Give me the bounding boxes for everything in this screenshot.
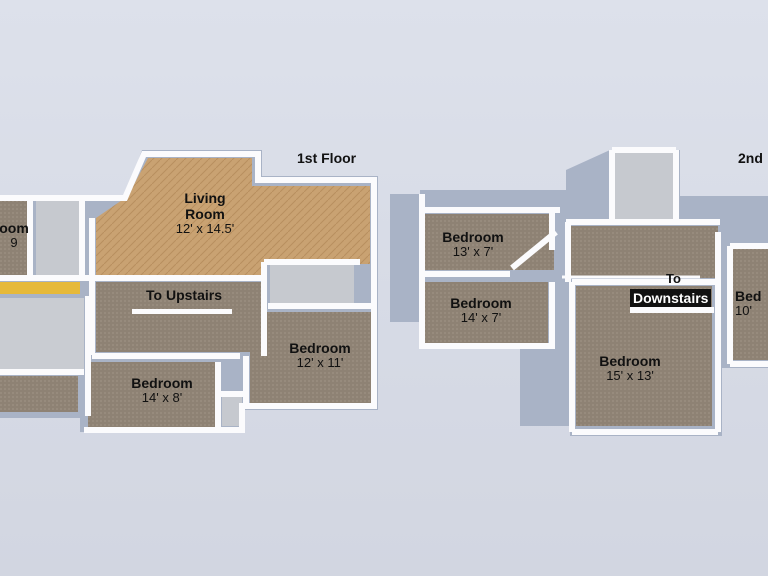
first-floor-bath-floor xyxy=(270,264,354,304)
first-floor-plan xyxy=(0,150,378,433)
room-label-bedroom-e: Bedroom 15' x 13' xyxy=(570,353,690,384)
stair-bar-down xyxy=(630,307,714,313)
bedroom-b-floor xyxy=(250,312,372,404)
room-label-bedroom-d: Bedroom 14' x 7' xyxy=(421,295,541,326)
hall-floor xyxy=(96,282,262,352)
room-dimensions: 12' x 14.5' xyxy=(175,221,235,237)
room-label-bedroom-a: Bedroom 14' x 8' xyxy=(102,375,222,406)
second-floor-wall xyxy=(510,229,558,271)
second-floor-plan xyxy=(390,147,768,436)
second-floor-hall-floor xyxy=(566,226,718,278)
left-bottom-room-floor xyxy=(0,376,78,412)
second-floor-title: 2nd xyxy=(738,150,763,166)
second-floor-outer-wall xyxy=(419,194,555,349)
first-floor-outer-wall xyxy=(0,151,377,433)
room-name: Bedroom xyxy=(442,229,504,245)
bedroom-c-floor xyxy=(424,214,554,270)
left-small-room-floor xyxy=(36,200,80,275)
stairs-label-downstairs: Downstairs xyxy=(630,289,712,307)
left-partial-room-floor xyxy=(0,200,28,275)
room-dimensions: 9 xyxy=(10,235,18,251)
stair-bar-up xyxy=(132,309,232,314)
room-label-bedroom-c: Bedroom 13' x 7' xyxy=(413,229,533,260)
room-name: Bedroom xyxy=(131,375,193,391)
room-dimensions: 14' x 7' xyxy=(460,310,502,326)
room-name: Bedroom xyxy=(450,295,512,311)
room-label-bedroom-b: Bedroom 12' x 11' xyxy=(260,340,380,371)
room-label-left-partial: oom 9 xyxy=(0,220,32,251)
bedroom-d-floor xyxy=(424,282,548,344)
room-name: Bed xyxy=(735,288,762,304)
room-name: Bedroom xyxy=(289,340,351,356)
stairs-label-to: To xyxy=(666,271,681,286)
room-label-bedroom-partial: Bed 10' xyxy=(735,288,768,319)
room-name: Room xyxy=(185,206,225,223)
room-dimensions: 13' x 7' xyxy=(452,244,494,260)
room-name: Living xyxy=(184,190,226,206)
kitchen-floor xyxy=(0,298,84,370)
stairs-label-upstairs: To Upstairs xyxy=(146,287,222,303)
closet-floor xyxy=(222,396,242,426)
living-room-floor xyxy=(96,158,370,275)
bedroom-partial-floor xyxy=(732,248,768,360)
room-dimensions: 15' x 13' xyxy=(606,368,654,384)
first-floor-title: 1st Floor xyxy=(297,150,357,166)
second-floor-bath-floor xyxy=(614,150,674,222)
room-name: Bedroom xyxy=(599,353,661,369)
room-dimensions: 12' x 11' xyxy=(296,355,344,371)
room-label-living-room: Living Room 12' x 14.5' xyxy=(145,190,265,237)
room-name: oom xyxy=(0,220,29,236)
room-dimensions: 10' xyxy=(735,303,752,319)
kitchen-counter xyxy=(0,282,80,294)
bedroom-a-floor xyxy=(88,362,216,428)
room-dimensions: 14' x 8' xyxy=(141,390,183,406)
